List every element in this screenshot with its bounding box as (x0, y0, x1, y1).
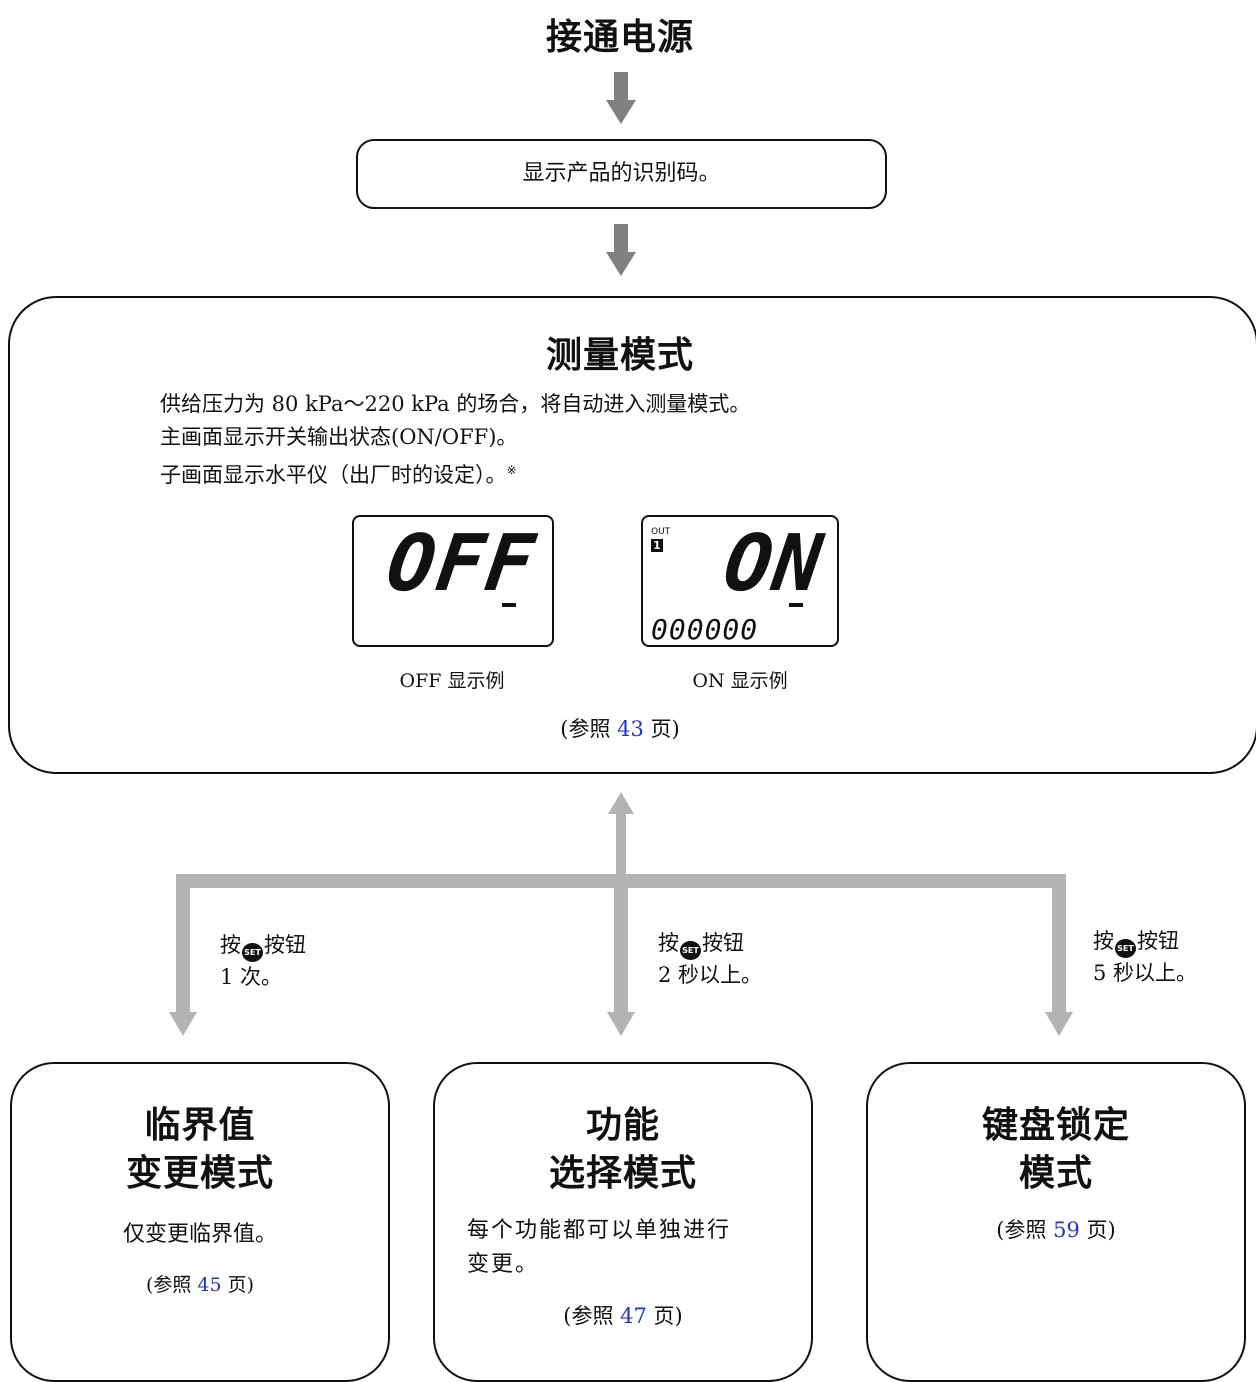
ref-prefix: (参照 (560, 717, 618, 741)
threshold-change-mode-box: 临界值 变更模式 仅变更临界值。 (参照 45 页) (10, 1062, 390, 1382)
lcd-on-caption: ON 显示例 (692, 670, 788, 692)
function-mode-title: 功能 选择模式 (435, 1102, 811, 1198)
transition-duration: 5 秒以上。 (1093, 961, 1198, 985)
measurement-mode-box (8, 296, 1256, 774)
set-button-icon: SET (242, 943, 263, 962)
set-button-icon: SET (1115, 939, 1136, 958)
measurement-ref: (参照 43 页) (470, 713, 770, 743)
threshold-mode-title: 临界值 变更模式 (12, 1102, 388, 1198)
title-line: 临界值 (144, 1105, 256, 1146)
identify-code-box: 显示产品的识别码。 (356, 139, 887, 209)
ref-suffix: 页) (1079, 1218, 1116, 1242)
title-line: 模式 (1018, 1153, 1093, 1194)
title-line: 键盘锁定 (981, 1105, 1130, 1146)
ref-prefix: (参照 (145, 1274, 198, 1296)
description-line: 主画面显示开关输出状态(ON/OFF)。 (160, 425, 518, 449)
key-lock-mode-ref: (参照 59 页) (868, 1214, 1244, 1244)
button-text: 按钮 (702, 931, 744, 955)
button-text: 按钮 (264, 933, 306, 957)
function-mode-description: 每个功能都可以单独进行 变更。 (467, 1214, 797, 1282)
threshold-mode-description: 仅变更临界值。 (122, 1222, 277, 1247)
function-select-mode-box: 功能 选择模式 每个功能都可以单独进行 变更。 (参照 47 页) (433, 1062, 813, 1382)
note-mark: ※ (506, 463, 517, 477)
description-line: 供给压力为 80 kPa～220 kPa 的场合，将自动进入测量模式。 (160, 392, 751, 416)
identify-code-text: 显示产品的识别码。 (522, 161, 721, 186)
down-arrow-icon (607, 1012, 635, 1036)
ref-prefix: (参照 (996, 1218, 1054, 1242)
transition-duration: 1 次。 (220, 965, 283, 989)
ref-suffix: 页) (221, 1274, 255, 1296)
out-number-badge: 1 (651, 539, 663, 552)
ref-prefix: (参照 (563, 1304, 621, 1328)
lcd-on-display: OUT 1 ON 000000 (641, 515, 839, 647)
description-line: 子画面显示水平仪（出厂时的设定）。※ (160, 454, 1060, 492)
description-line: 每个功能都可以单独进行 (467, 1218, 732, 1243)
title-line: 选择模式 (548, 1153, 697, 1194)
measurement-mode-title: 测量模式 (545, 335, 694, 376)
power-on-title: 接通电源 (545, 17, 694, 58)
lcd-off-caption: OFF 显示例 (399, 670, 505, 692)
threshold-mode-ref: (参照 45 页) (12, 1270, 388, 1297)
function-mode-ref: (参照 47 页) (435, 1300, 811, 1330)
button-text: 按钮 (1137, 929, 1179, 953)
ref-page-link[interactable]: 59 (1053, 1218, 1080, 1242)
lcd-decimal-mark (502, 603, 516, 607)
set-button-icon: SET (680, 941, 701, 960)
ref-page-link[interactable]: 47 (620, 1304, 647, 1328)
ref-page-link[interactable]: 45 (197, 1274, 222, 1296)
title-line: 功能 (585, 1105, 660, 1146)
lcd-off-display: OFF (352, 515, 554, 647)
down-arrow-icon (606, 72, 636, 124)
transition-duration: 2 秒以上。 (658, 963, 763, 987)
press-text: 按 (658, 931, 679, 955)
lcd-decimal-mark (789, 603, 803, 607)
title-line: 变更模式 (125, 1153, 274, 1194)
ref-page-link[interactable]: 43 (617, 717, 644, 741)
press-text: 按 (1093, 929, 1114, 953)
down-arrow-icon (1045, 1012, 1073, 1036)
ref-suffix: 页) (646, 1304, 683, 1328)
press-text: 按 (220, 933, 241, 957)
description-line: 变更。 (467, 1252, 540, 1277)
lcd-sub-value: 000000 (651, 613, 759, 646)
down-arrow-icon (606, 224, 636, 276)
down-arrow-icon (169, 1012, 197, 1036)
description-text: 子画面显示水平仪（出厂时的设定）。 (160, 463, 507, 487)
measurement-mode-description: 供给压力为 80 kPa～220 kPa 的场合，将自动进入测量模式。 主画面显… (160, 388, 1060, 492)
out-label: OUT (651, 527, 671, 537)
key-lock-mode-title: 键盘锁定 模式 (868, 1102, 1244, 1198)
ref-suffix: 页) (643, 717, 680, 741)
key-lock-mode-box: 键盘锁定 模式 (参照 59 页) (866, 1062, 1246, 1382)
up-arrow-icon (608, 792, 634, 880)
